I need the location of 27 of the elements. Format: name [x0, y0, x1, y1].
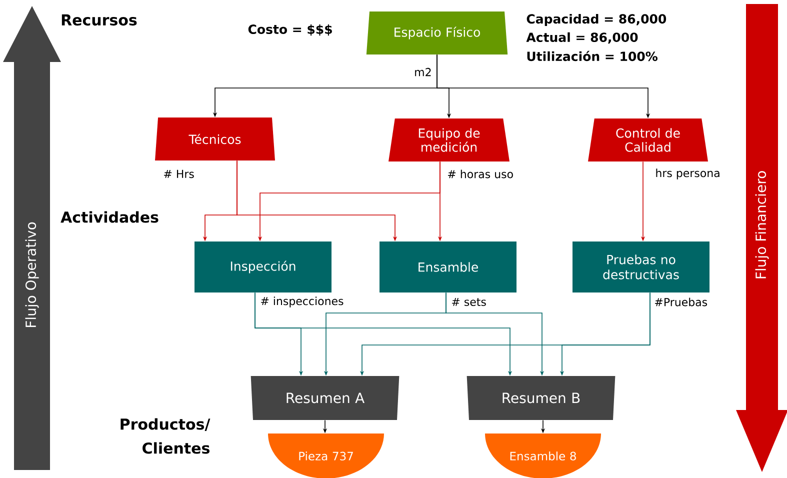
section-label: Productos/ Clientes	[120, 418, 210, 454]
edge-label: # horas uso	[446, 168, 515, 180]
resource-trapezoid: Espacio Físico	[366, 12, 508, 54]
resource-trapezoid: Equipo de medición	[388, 118, 510, 162]
flow-label: Flujo Financiero	[755, 171, 769, 278]
flow-label: Flujo Operativo	[25, 222, 39, 328]
summary-trapezoid: Resumen A	[250, 376, 400, 420]
note-text: Utilización = 100%	[527, 50, 658, 62]
edge-label: # inspecciones	[259, 296, 345, 308]
edge-label: #Pruebas	[653, 296, 709, 308]
section-label: Recursos	[62, 14, 137, 26]
resource-trapezoid: Técnicos	[155, 118, 275, 160]
activity-box: Inspección	[194, 242, 332, 292]
edge-label: # Hrs	[162, 168, 196, 180]
product-semicircle: Ensamble 8	[485, 434, 601, 478]
note-text: Capacidad = 86,000	[526, 14, 666, 26]
activity-box: Pruebas no destructivas	[572, 242, 710, 292]
activity-box: Ensamble	[380, 242, 516, 292]
edge-label: hrs persona	[654, 168, 722, 180]
edge-label: m2	[413, 66, 433, 78]
section-label: Actividades	[60, 211, 158, 223]
note-text: Costo = $$$	[248, 24, 332, 36]
note-text: Actual = 86,000	[526, 32, 638, 44]
summary-trapezoid: Resumen B	[466, 376, 616, 420]
product-semicircle: Pieza 737	[268, 434, 384, 478]
resource-trapezoid: Control de Calidad	[588, 118, 708, 162]
edge-label: # sets	[450, 296, 488, 308]
